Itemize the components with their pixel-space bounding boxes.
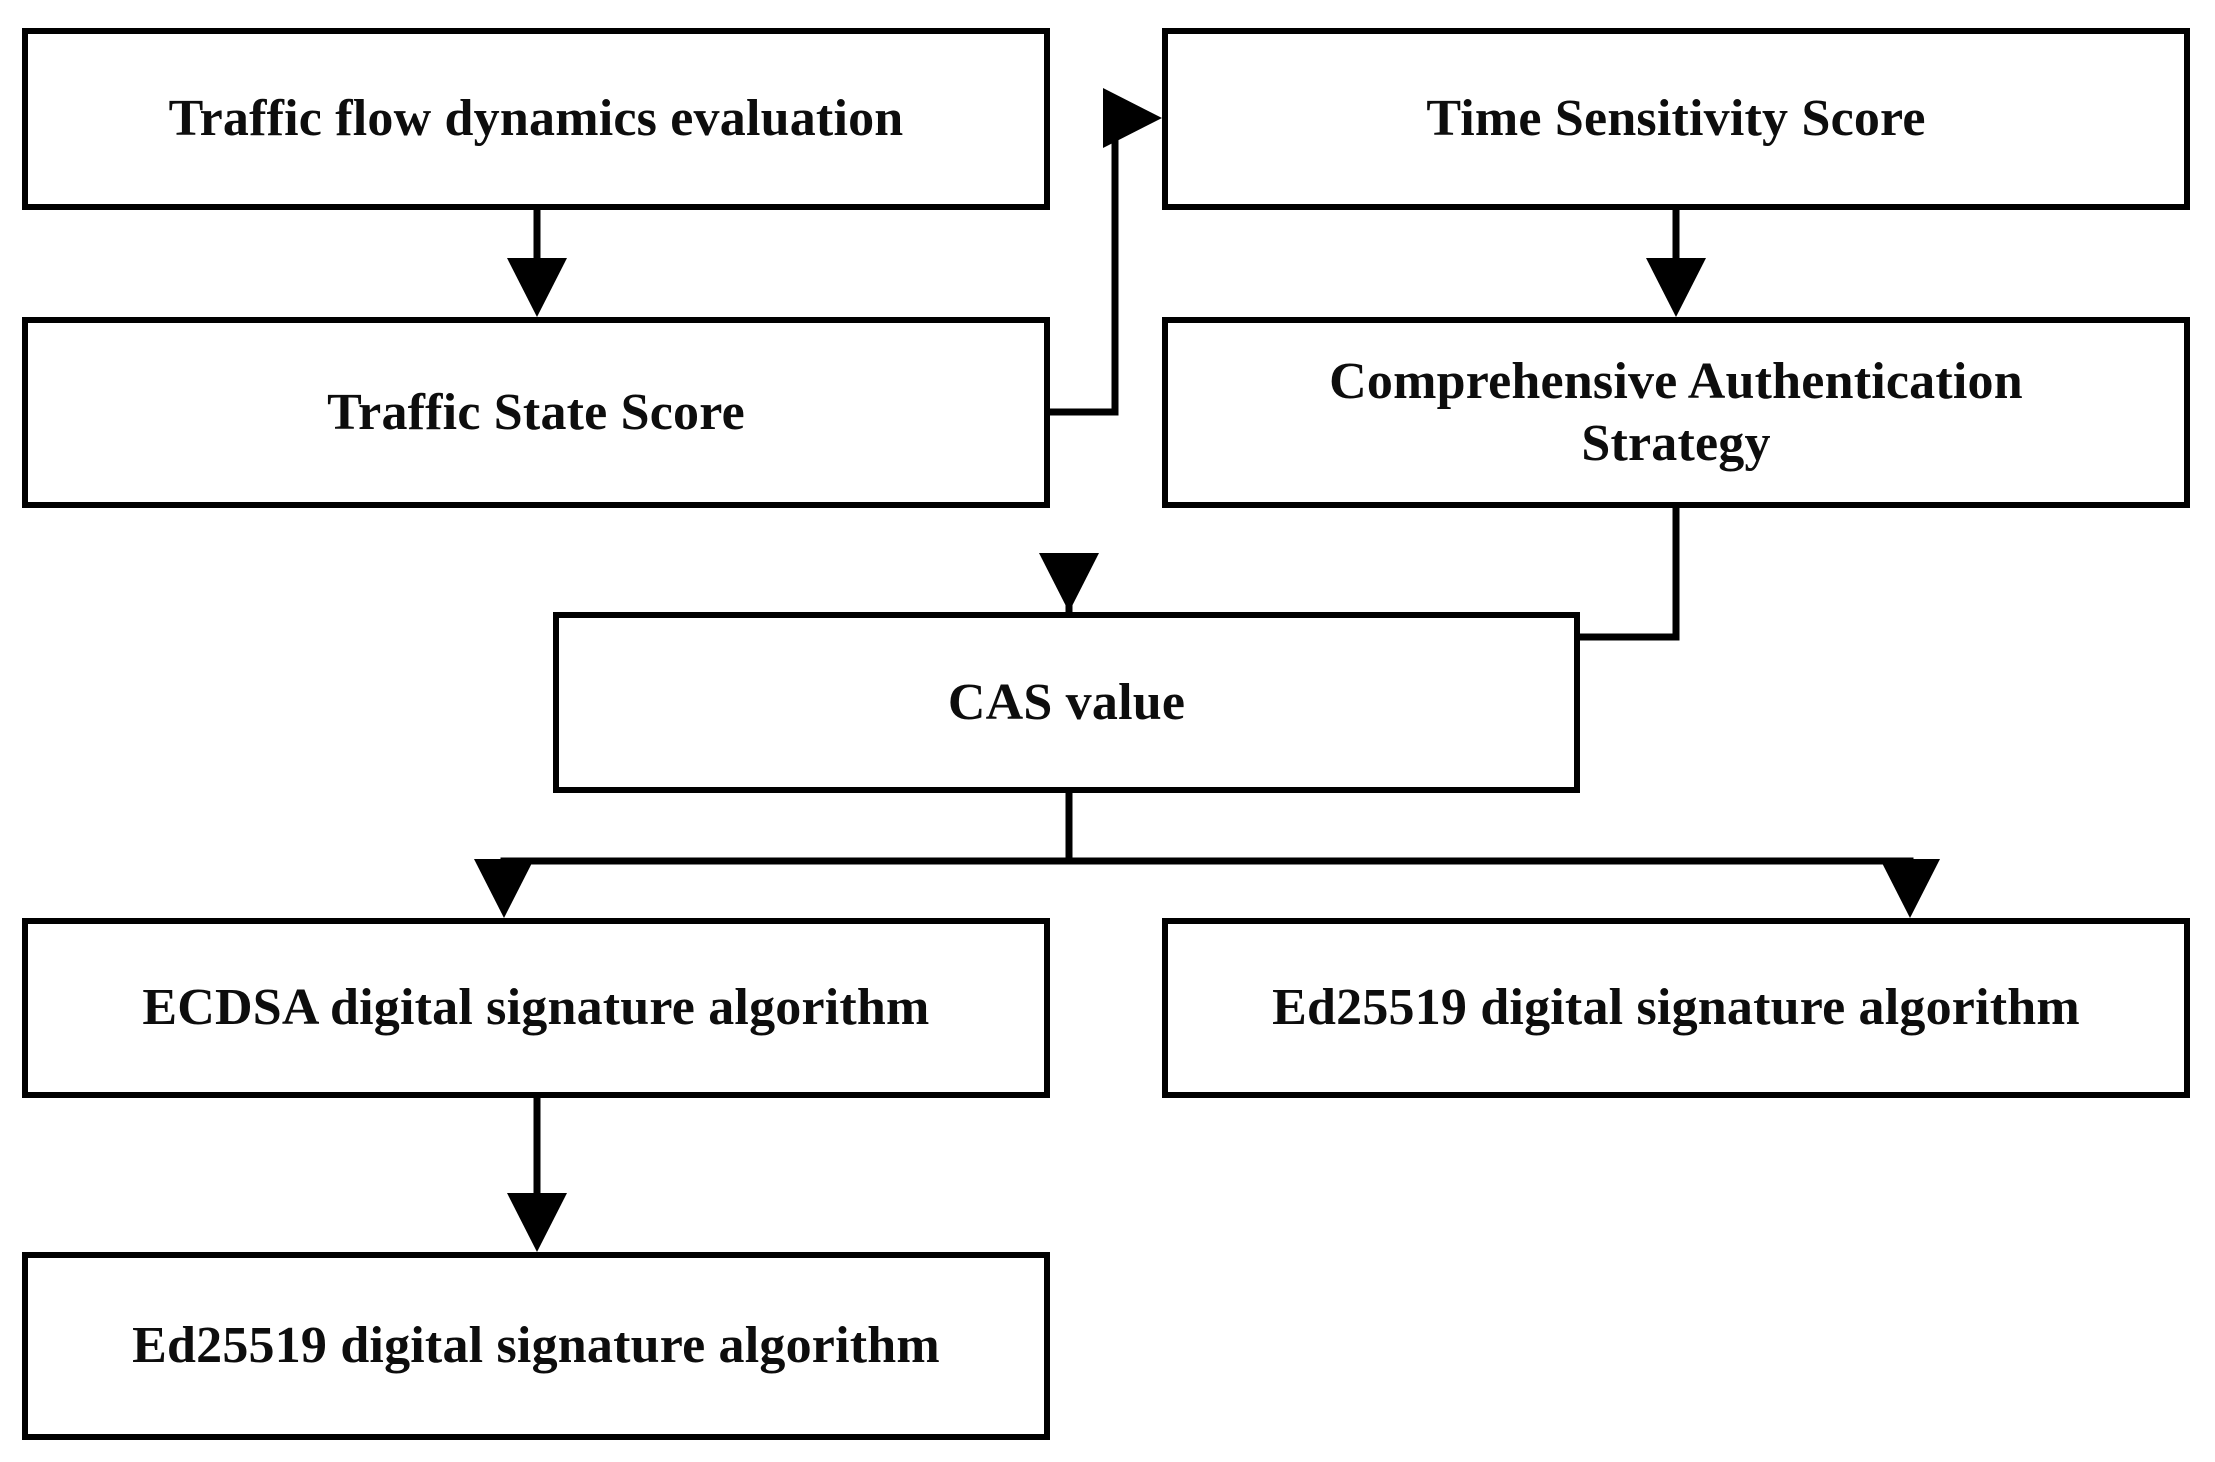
node-label: CAS value: [947, 673, 1186, 731]
node-traffic-flow-dynamics-evaluation[interactable]: Traffic flow dynamics evaluation: [22, 28, 1050, 210]
node-comprehensive-authentication-strategy[interactable]: Comprehensive Authentication Strategy: [1162, 317, 2190, 508]
node-label: Time Sensitivity Score: [1426, 90, 1926, 148]
edge-cas-value-split: [474, 793, 1940, 918]
node-label: Ed25519 digital signature algorithm: [1272, 979, 2080, 1037]
node-time-sensitivity-score[interactable]: Time Sensitivity Score: [1162, 28, 2190, 210]
edge-traffic-state-to-time-sensitivity: [1050, 88, 1162, 416]
edge-time-sensitivity-to-comprehensive-auth: [1646, 210, 1706, 317]
node-ed25519-digital-signature-algorithm-bottom[interactable]: Ed25519 digital signature algorithm: [22, 1252, 1050, 1440]
node-ed25519-digital-signature-algorithm-right[interactable]: Ed25519 digital signature algorithm: [1162, 918, 2190, 1098]
node-label: Ed25519 digital signature algorithm: [132, 1317, 940, 1375]
node-label: Traffic State Score: [327, 383, 745, 441]
node-label: Comprehensive Authentication Strategy: [1329, 353, 2023, 472]
node-label: ECDSA digital signature algorithm: [142, 979, 930, 1037]
node-cas-value[interactable]: CAS value: [553, 612, 1580, 793]
node-ecdsa-digital-signature-algorithm[interactable]: ECDSA digital signature algorithm: [22, 918, 1050, 1098]
node-label: Traffic flow dynamics evaluation: [168, 90, 904, 148]
node-traffic-state-score[interactable]: Traffic State Score: [22, 317, 1050, 508]
edge-ecdsa-to-ed25519-bottom: [507, 1098, 567, 1252]
edge-traffic-flow-to-traffic-state: [507, 210, 567, 317]
